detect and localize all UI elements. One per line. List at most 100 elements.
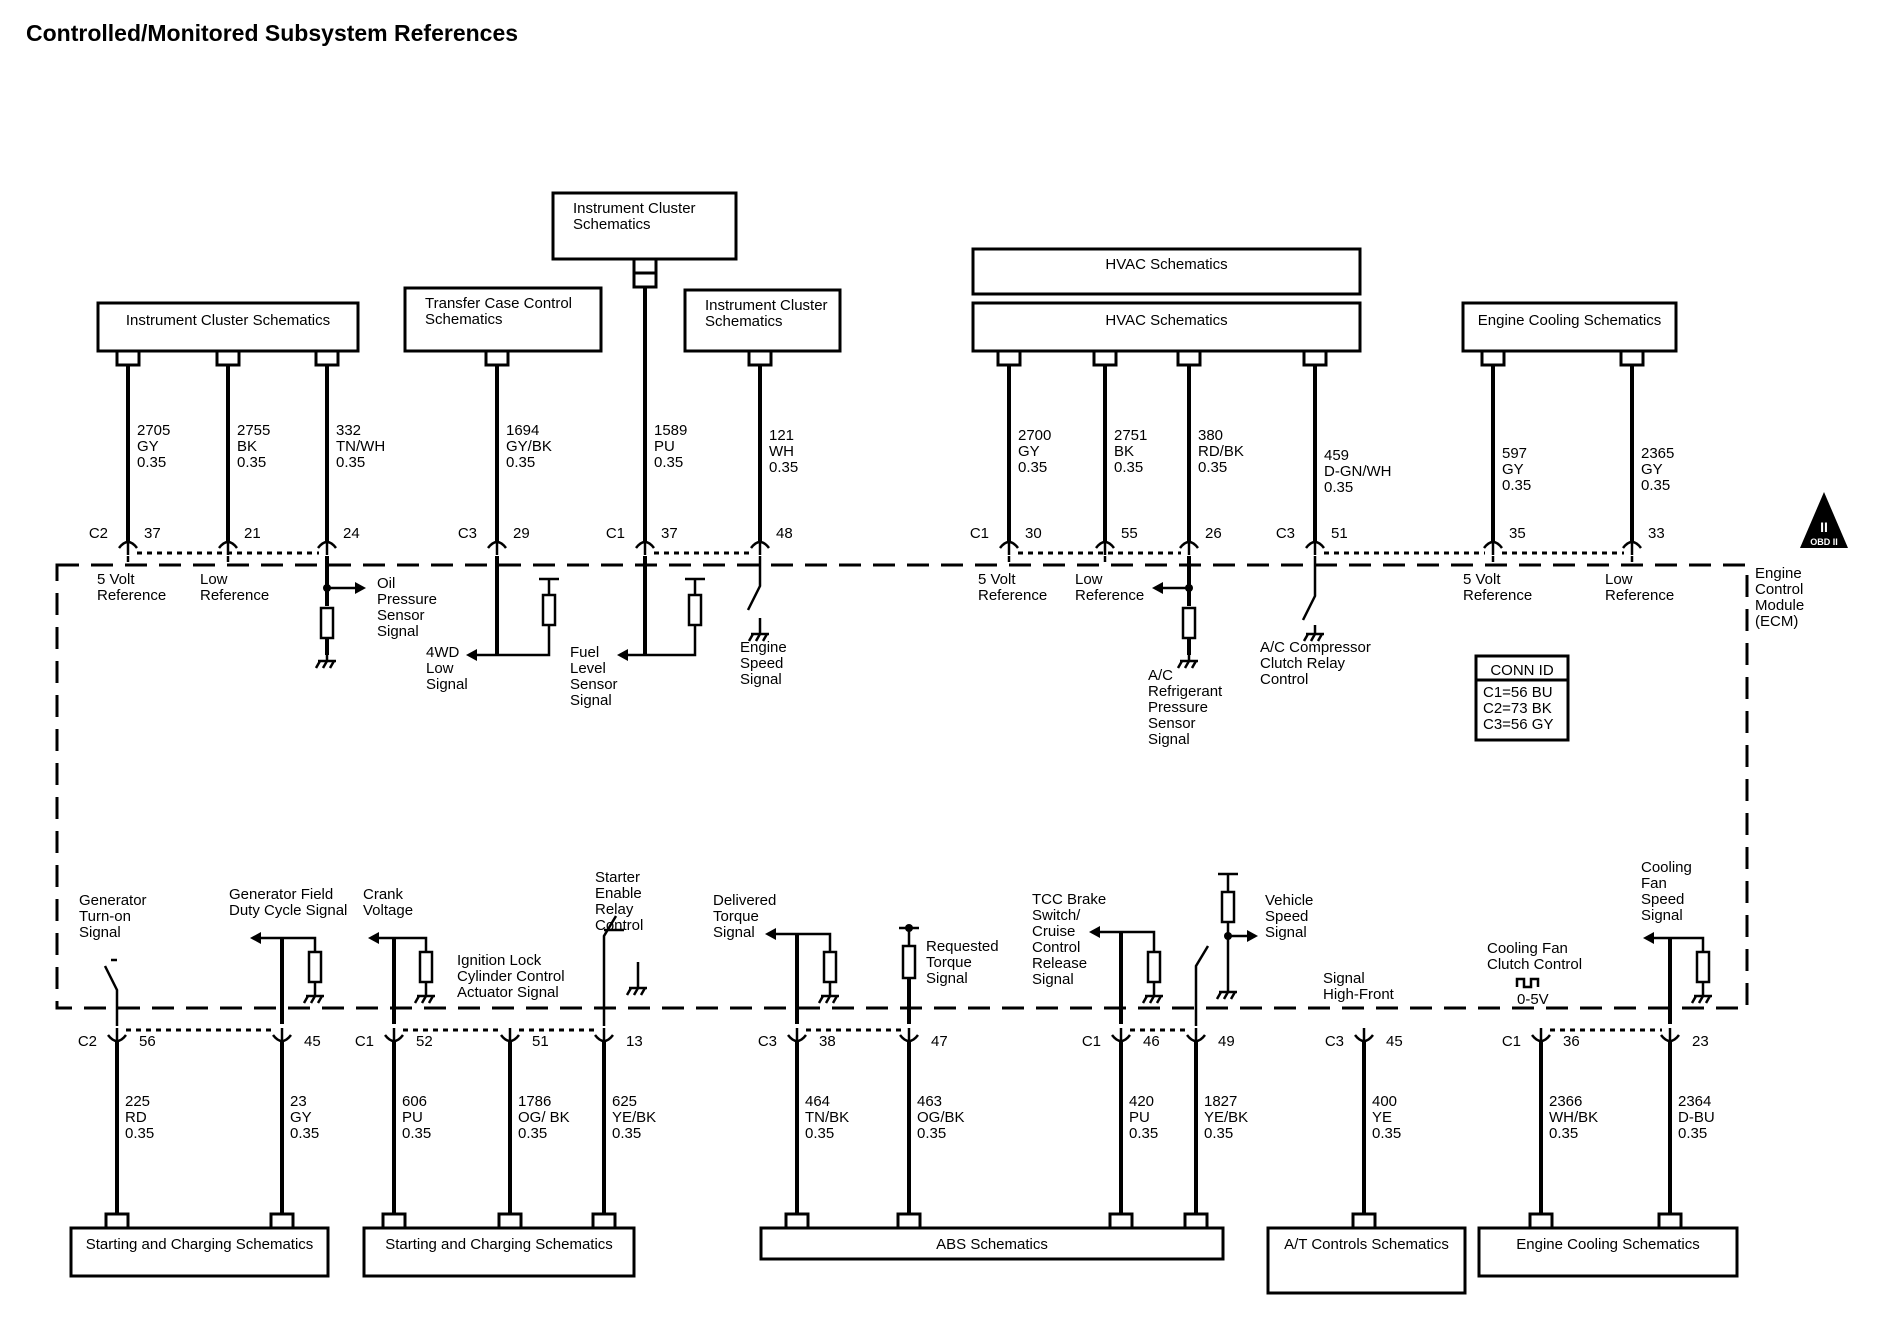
wire-label: WH/BK xyxy=(1549,1109,1598,1126)
wire-label: D-GN/WH xyxy=(1324,463,1392,480)
schematic-ref-box xyxy=(1477,1226,1739,1278)
wire-label: 0.35 xyxy=(402,1125,431,1142)
wire-label: PU xyxy=(1129,1109,1150,1126)
wire-label: BK xyxy=(237,438,257,455)
terminal-tab xyxy=(784,1212,810,1230)
signal-label: Signal xyxy=(426,676,468,693)
pin-socket-symbol xyxy=(1111,1034,1131,1043)
terminal-tab xyxy=(104,1212,130,1230)
ground-symbol xyxy=(629,982,647,990)
terminal-tab xyxy=(896,1212,922,1230)
pin-number: 13 xyxy=(626,1033,643,1050)
signal-label: Level xyxy=(570,660,606,677)
wire-label: 0.35 xyxy=(769,459,798,476)
wire-label: 380 xyxy=(1198,427,1223,444)
obd-badge-label: OBD II xyxy=(1810,537,1838,547)
ground-symbol xyxy=(1145,990,1163,998)
arrow-left-icon xyxy=(250,932,261,944)
pin-socket-symbol xyxy=(1531,1034,1551,1043)
signal-label: Pressure xyxy=(1148,699,1208,716)
wire-label: 0.35 xyxy=(290,1125,319,1142)
pin-number: 30 xyxy=(1025,525,1042,542)
wire xyxy=(645,625,697,657)
signal-label: Clutch Control xyxy=(1487,956,1582,973)
wire-label: PU xyxy=(402,1109,423,1126)
wire xyxy=(602,915,640,1026)
terminal-tab xyxy=(1351,1212,1377,1230)
pin-number: 33 xyxy=(1648,525,1665,542)
signal-label: Control xyxy=(1260,671,1308,688)
wire-label: 121 xyxy=(769,427,794,444)
signal-label: Cooling xyxy=(1641,859,1692,876)
wire-label: 0.35 xyxy=(1549,1125,1578,1142)
terminal-tab xyxy=(632,257,658,275)
resistor-symbol xyxy=(1695,950,1711,984)
pin-number: 38 xyxy=(819,1033,836,1050)
signal-label: Low xyxy=(1075,571,1103,588)
terminal-tab xyxy=(1302,349,1328,367)
signal-label: Refrigerant xyxy=(1148,683,1223,700)
signal-label: Signal xyxy=(1032,971,1074,988)
signal-label: 5 Volt xyxy=(1463,571,1501,588)
wire-label: 0.35 xyxy=(137,454,166,471)
schematic-ref-box xyxy=(362,1226,636,1278)
pin-socket-symbol xyxy=(635,540,655,549)
wire-label: 1786 xyxy=(518,1093,551,1110)
pin-number: 46 xyxy=(1143,1033,1160,1050)
signal-label: Enable xyxy=(595,885,642,902)
terminal-tab xyxy=(996,349,1022,367)
terminal-tab xyxy=(747,349,773,367)
ground-symbol xyxy=(302,995,324,1004)
wire-label: 2705 xyxy=(137,422,170,439)
pin-number: 36 xyxy=(1563,1033,1580,1050)
signal-label: Oil xyxy=(377,575,395,592)
signal-label: Reference xyxy=(200,587,269,604)
signal-label: Switch/ xyxy=(1032,907,1081,924)
signal-label: Signal xyxy=(1148,731,1190,748)
arrow-left-icon xyxy=(1089,926,1100,938)
signal-label: Sensor xyxy=(570,676,618,693)
schematic-ref-label: Schematics xyxy=(573,216,651,233)
terminal-tab xyxy=(484,349,510,367)
signal-label: Starter xyxy=(595,869,640,886)
resistor-symbol xyxy=(1220,890,1236,924)
wire-label: 0.35 xyxy=(1372,1125,1401,1142)
wire-label: 625 xyxy=(612,1093,637,1110)
wire-label: 459 xyxy=(1324,447,1349,464)
wire-label: 0.35 xyxy=(1129,1125,1158,1142)
terminal-tab xyxy=(1183,1212,1209,1230)
signal-label: Signal xyxy=(570,692,612,709)
pin-number: 56 xyxy=(139,1033,156,1050)
wire-label: 0.35 xyxy=(1018,459,1047,476)
pin-socket-symbol xyxy=(899,1034,919,1043)
connector-id: C1 xyxy=(970,525,989,542)
wire-label: 1827 xyxy=(1204,1093,1237,1110)
schematic-ref-label: HVAC Schematics xyxy=(1105,256,1227,273)
pin-socket-symbol xyxy=(118,540,138,549)
arrow-right-icon xyxy=(355,582,366,594)
wire-label: D-BU xyxy=(1678,1109,1715,1126)
arrow-left-icon xyxy=(765,928,776,940)
signal-label: Cruise xyxy=(1032,923,1075,940)
wire-label: YE/BK xyxy=(612,1109,656,1126)
signal-label: Signal xyxy=(740,671,782,688)
pin-number: 45 xyxy=(1386,1033,1403,1050)
ecm-label: Control xyxy=(1755,581,1803,598)
schematic-ref-label: A/T Controls Schematics xyxy=(1284,1236,1449,1253)
wire-label: GY xyxy=(290,1109,312,1126)
wire-label: 1694 xyxy=(506,422,539,439)
conn-id-row: C2=73 BK xyxy=(1483,700,1552,717)
arrow-left-icon xyxy=(368,932,379,944)
wire-label: 23 xyxy=(290,1093,307,1110)
pin-socket-symbol xyxy=(1354,1034,1374,1043)
resistor-symbol xyxy=(1146,950,1162,984)
signal-label: A/C Compressor xyxy=(1260,639,1371,656)
wire-label: 0.35 xyxy=(125,1125,154,1142)
connector-id: C3 xyxy=(758,1033,777,1050)
wire-label: 0.35 xyxy=(336,454,365,471)
schematic-ref-box xyxy=(551,191,738,261)
connector-id: C1 xyxy=(355,1033,374,1050)
wire xyxy=(1218,872,1238,892)
ecm-boundary xyxy=(55,563,1749,1010)
terminal-tab xyxy=(269,1212,295,1230)
